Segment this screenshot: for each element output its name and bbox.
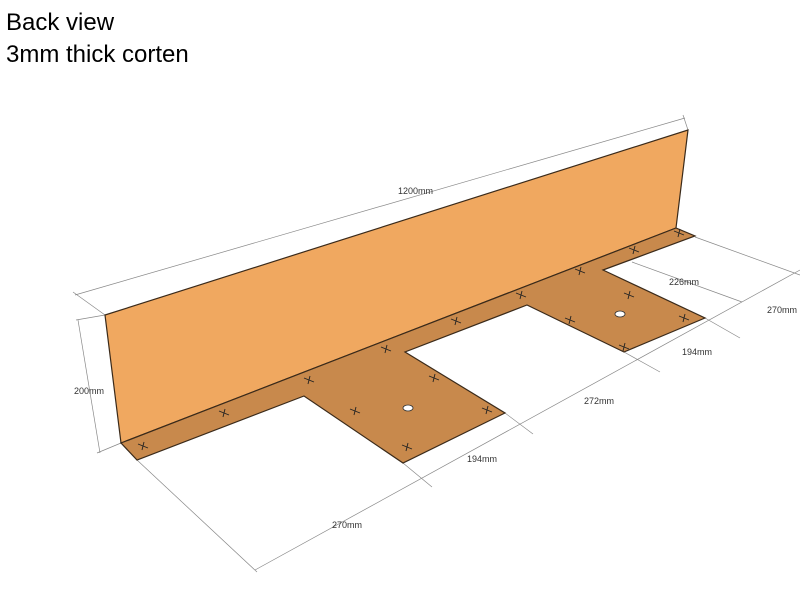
dim-left-depth: 270mm: [332, 520, 362, 530]
screw-mark: [218, 408, 230, 418]
screw-mark: [428, 373, 440, 383]
screw-mark: [673, 228, 685, 238]
screw-mark: [628, 245, 640, 255]
dim-left-tab: 194mm: [467, 454, 497, 464]
dim-right-depth: 270mm: [767, 305, 797, 315]
base-flange: [119, 227, 707, 464]
screw-mark: [450, 316, 462, 326]
dim-spacing: 272mm: [584, 396, 614, 406]
dim-length: 1200mm: [398, 186, 433, 196]
screw-mark: [303, 375, 315, 385]
title-material: 3mm thick corten: [6, 41, 189, 68]
screw-mark: [678, 313, 690, 323]
dim-height: 200mm: [74, 386, 104, 396]
screw-mark: [349, 406, 361, 416]
screw-mark: [515, 290, 527, 300]
title-view: Back view: [6, 9, 115, 36]
screw-mark: [618, 342, 630, 352]
screw-mark: [564, 315, 576, 325]
screw-marks: [137, 228, 690, 452]
screw-mark: [481, 405, 493, 415]
screw-mark: [623, 290, 635, 300]
dimension-lines: [72, 114, 800, 573]
dim-right-offset: 226mm: [669, 277, 699, 287]
dim-right-tab: 194mm: [682, 347, 712, 357]
hole-right: [614, 310, 626, 318]
screw-mark: [380, 344, 392, 354]
screw-mark: [401, 442, 413, 452]
hole-left: [402, 404, 414, 412]
screw-mark: [574, 266, 586, 276]
screw-mark: [137, 441, 149, 451]
